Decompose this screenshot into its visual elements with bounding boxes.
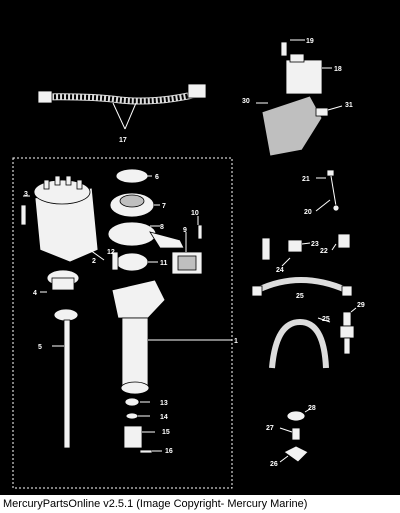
distributor-shaft[interactable] [52, 308, 79, 449]
callout-16: 16 [165, 448, 173, 455]
callout-29: 29 [357, 302, 365, 309]
ignition-coil-assembly[interactable] [256, 39, 343, 157]
callout-17: 17 [119, 137, 127, 144]
lower-shaft-parts[interactable] [123, 397, 162, 454]
distributor-housing[interactable] [111, 279, 232, 395]
callout-22: 22 [320, 248, 328, 255]
callout-15: 15 [162, 429, 170, 436]
callout-25-upper: 25 [296, 293, 304, 300]
module-pin[interactable] [197, 216, 203, 240]
mount-hardware[interactable] [279, 408, 311, 463]
distributor-group-frame [12, 157, 233, 489]
wire-boot-upper[interactable] [251, 277, 353, 297]
distributor-retainer[interactable] [40, 269, 80, 293]
cap-screw[interactable] [20, 195, 30, 226]
callout-2: 2 [92, 258, 96, 265]
callout-31: 31 [345, 102, 353, 109]
callout-3: 3 [24, 191, 28, 198]
ignition-module[interactable] [171, 232, 203, 275]
callout-10: 10 [191, 210, 199, 217]
wire-connectors[interactable] [261, 233, 351, 267]
callout-12: 12 [107, 249, 115, 256]
callout-8: 8 [160, 224, 164, 231]
callout-1: 1 [234, 338, 238, 345]
rotor-and-sensor-stack[interactable] [107, 168, 185, 272]
callout-19: 19 [306, 38, 314, 45]
callout-9: 9 [183, 227, 187, 234]
callout-25-lower: 25 [322, 316, 330, 323]
callout-27: 27 [266, 425, 274, 432]
callout-30: 30 [242, 98, 250, 105]
sensor-lead[interactable] [315, 169, 340, 212]
copyright-caption: MercuryPartsOnline v2.5.1 (Image Copyrig… [0, 495, 400, 513]
callout-18: 18 [334, 66, 342, 73]
callout-13: 13 [160, 400, 168, 407]
callout-5: 5 [38, 344, 42, 351]
callout-7: 7 [162, 203, 166, 210]
callout-4: 4 [33, 290, 37, 297]
spark-plug[interactable] [339, 307, 357, 355]
parts-diagram: 1 2 3 4 5 6 7 8 9 10 11 12 13 14 15 16 1… [12, 38, 365, 489]
callout-14: 14 [160, 414, 168, 421]
callout-11: 11 [160, 260, 168, 267]
spark-plug-wire-harness[interactable] [37, 83, 207, 130]
callout-28: 28 [308, 405, 316, 412]
callout-23: 23 [311, 241, 319, 248]
callout-26: 26 [270, 461, 278, 468]
callout-21: 21 [302, 176, 310, 183]
callout-20: 20 [304, 209, 312, 216]
distributor-cap[interactable] [33, 175, 105, 263]
wire-boot-lower[interactable] [269, 317, 331, 369]
callout-6: 6 [155, 174, 159, 181]
callout-24: 24 [276, 267, 284, 274]
